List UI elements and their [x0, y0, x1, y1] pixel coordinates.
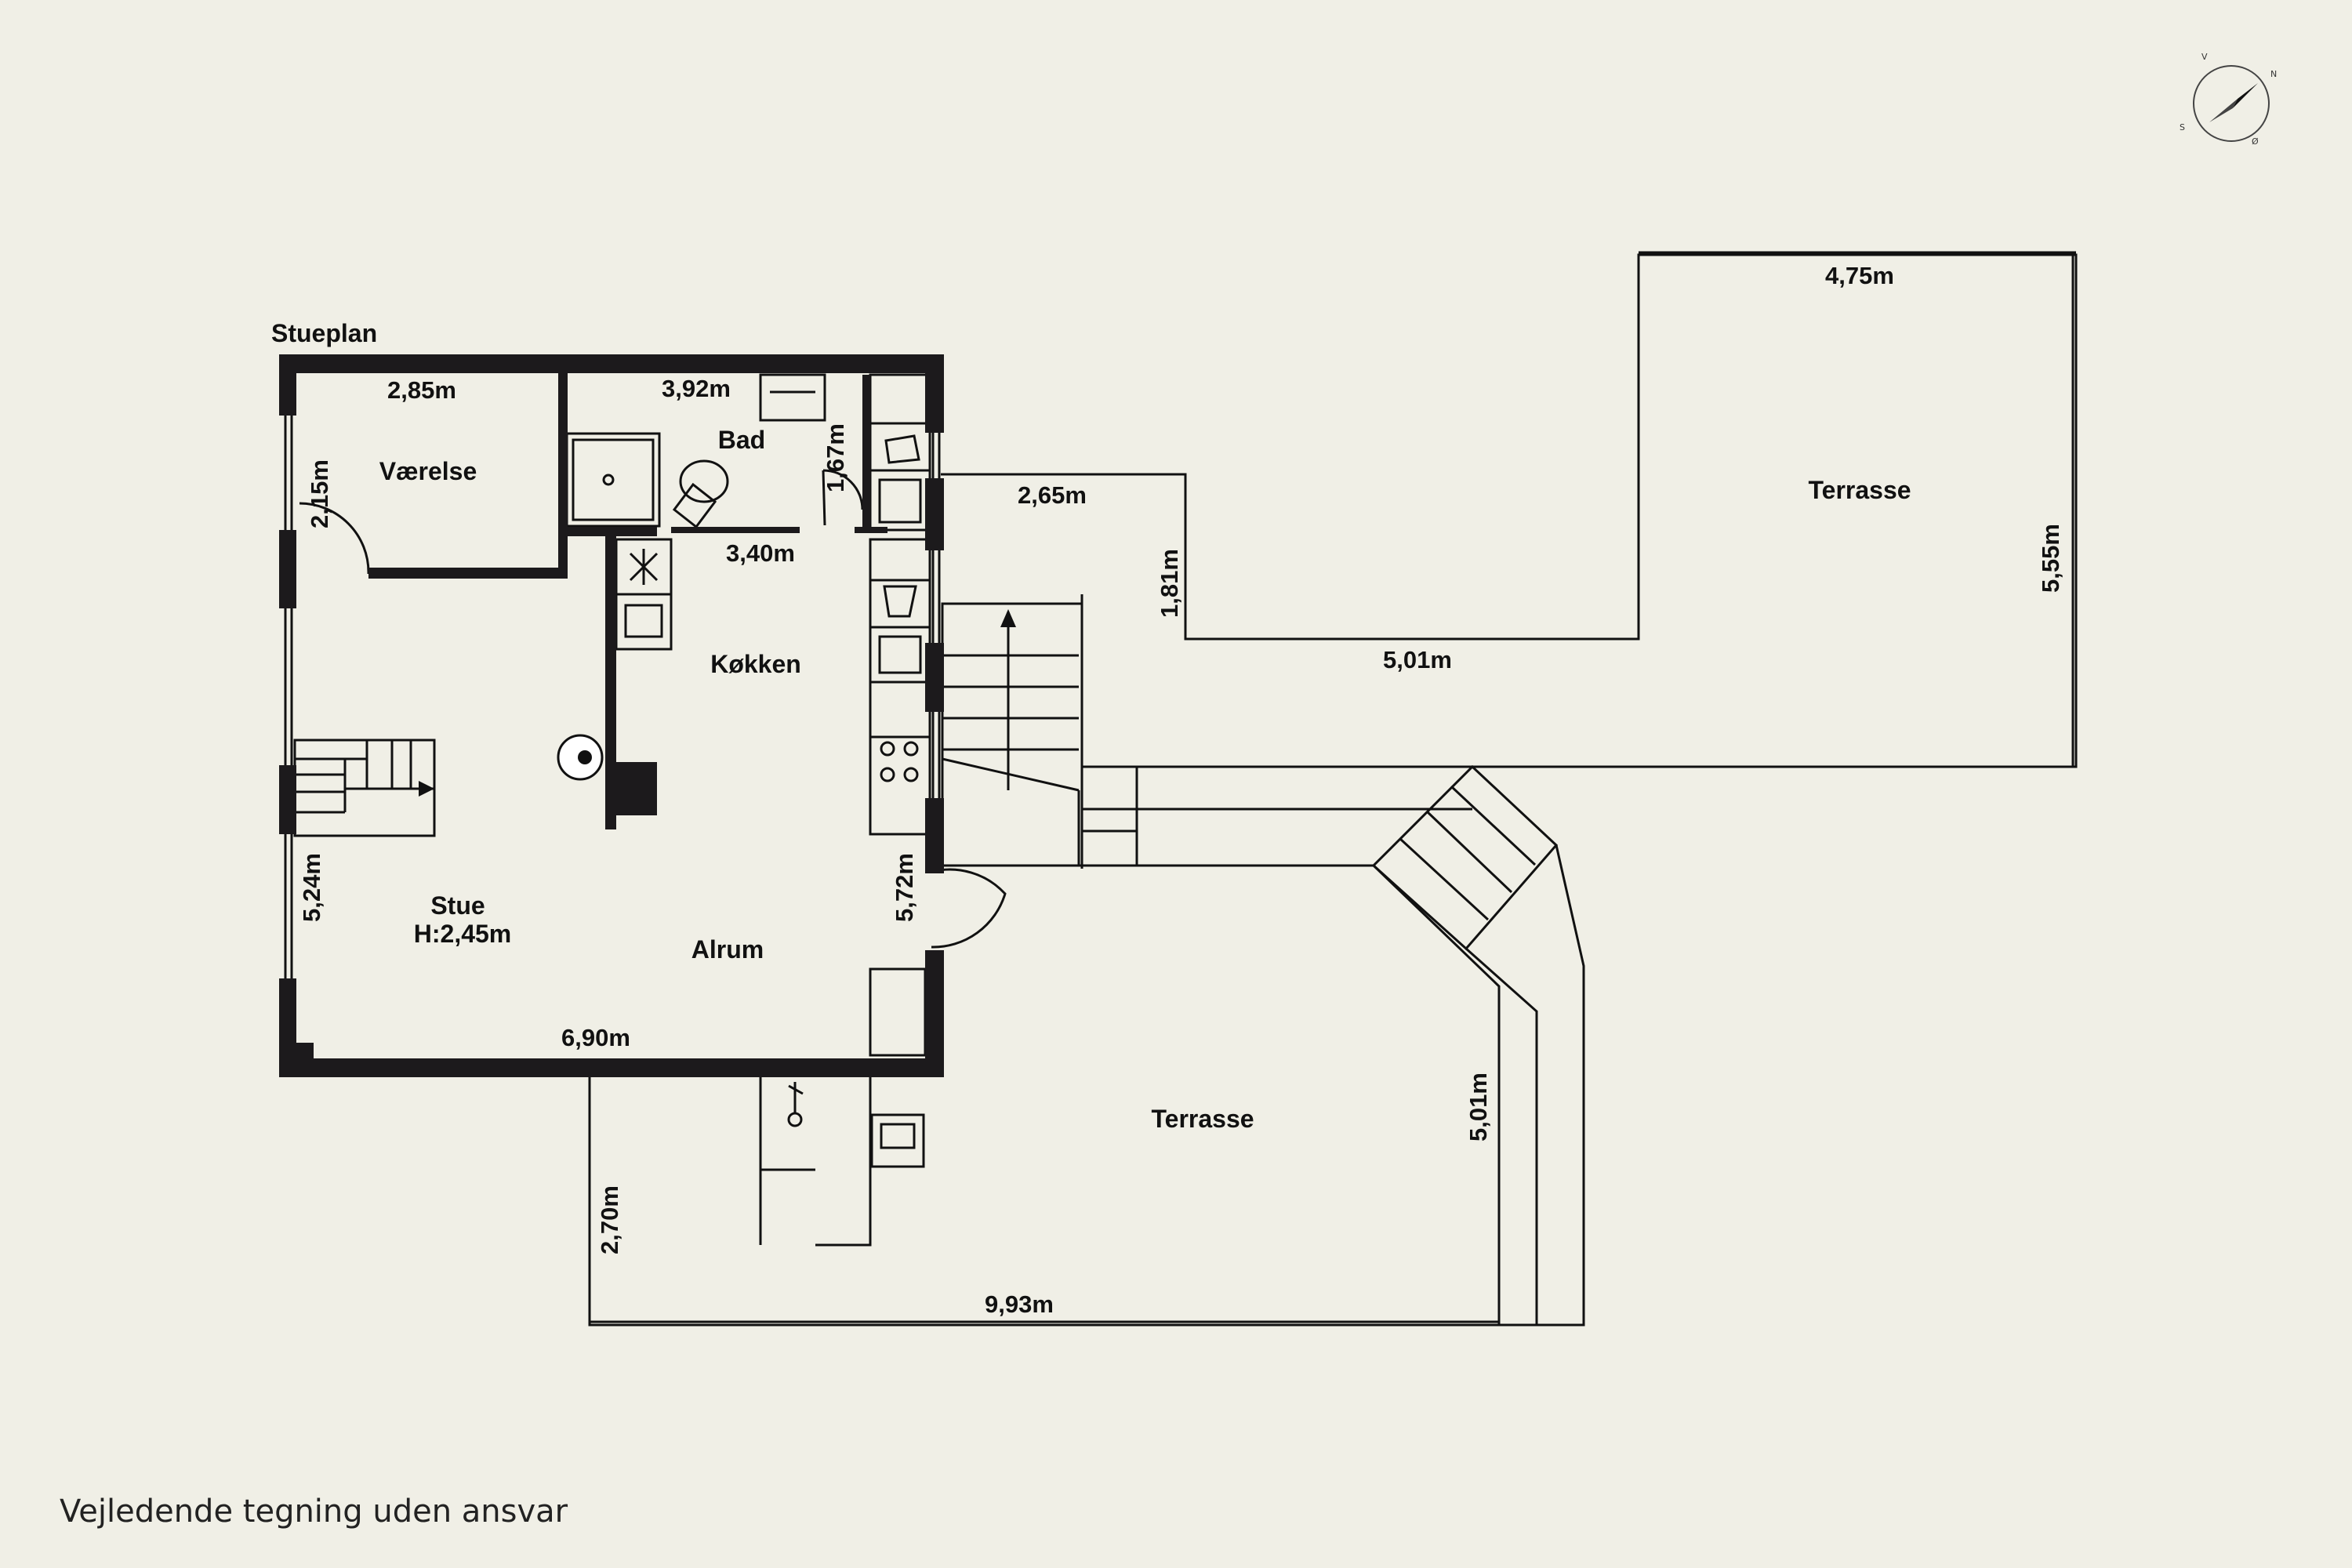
room-label-bad: Bad [718, 426, 765, 454]
terrace-bottom-outline [588, 844, 1585, 1327]
dim-bad-depth: 1,67m [822, 423, 849, 492]
room-label-terrasse-bottom: Terrasse [1151, 1105, 1254, 1133]
dim-terrace-bottom-depth-left: 2,70m [596, 1185, 623, 1254]
dim-terrace-top-depth: 5,55m [2037, 524, 2064, 593]
terrace-top-outline [941, 251, 2078, 768]
dim-terrace-bottom-depth-right: 5,01m [1465, 1073, 1492, 1142]
stair-arrow-up [1000, 609, 1016, 627]
column-symbol [557, 734, 604, 781]
dim-kokken-width: 3,40m [726, 539, 795, 567]
compass-n-label: N [2270, 69, 2277, 79]
dim-terrace-notch-depth: 1,81m [1156, 549, 1183, 618]
compass-o-label: Ø [2252, 136, 2259, 147]
room-label-stue: Stue [430, 891, 485, 920]
dim-terrace-bottom-width: 9,93m [985, 1290, 1054, 1318]
dim-alrum-width: 6,90m [561, 1024, 630, 1051]
room-label-alrum: Alrum [691, 935, 764, 964]
dim-bad-width: 3,92m [662, 375, 731, 402]
diagonal-stairs [1371, 764, 1559, 951]
outdoor-fixtures [759, 1076, 925, 1247]
stair-arrow-right [419, 781, 434, 797]
dim-terrace-notch-width: 2,65m [1018, 481, 1087, 509]
compass-s-label: S [2180, 122, 2185, 132]
floor-title: Stueplan [271, 319, 377, 347]
dim-alrum-depth: 5,72m [891, 853, 918, 922]
room-label-kokken: Køkken [710, 650, 801, 678]
compass-v-label: V [2201, 52, 2208, 62]
room-label-vaerelse: Værelse [379, 457, 477, 485]
steps-connector [1082, 765, 1472, 867]
dim-terrace-inner-width: 5,01m [1383, 646, 1452, 673]
dim-stue-depth: 5,24m [298, 853, 325, 922]
dim-terrace-top-width: 4,75m [1825, 262, 1894, 289]
dim-vaerelse-depth: 2,15m [306, 459, 333, 528]
house-walls [279, 354, 944, 1077]
room-label-stue-height: H:2,45m [414, 920, 512, 948]
compass-rose: V N S Ø [2180, 52, 2277, 147]
disclaimer-text: Vejledende tegning uden ansvar [60, 1494, 568, 1530]
dim-vaerelse-width: 2,85m [387, 376, 456, 404]
room-label-terrasse-top: Terrasse [1808, 476, 1911, 504]
